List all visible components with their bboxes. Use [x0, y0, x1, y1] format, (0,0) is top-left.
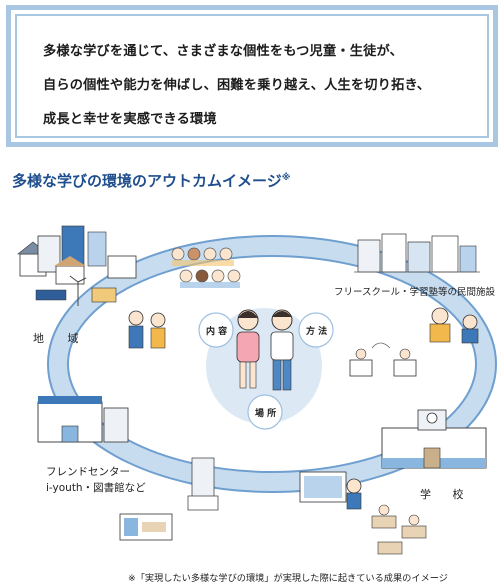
friend-center-building — [37, 396, 129, 443]
vision-line-1: 多様な学びを通じて、さまざまな個性をもつ児童・生徒が、 — [43, 44, 404, 59]
method-label: 方 法 — [306, 327, 328, 337]
section-title-text: 多様な学びの環境のアウトカムイメージ — [12, 172, 282, 190]
friend-center-label: フレンドセンター i-youth・図書館など — [46, 464, 146, 496]
region-town-illustration — [17, 225, 137, 306]
school-building — [381, 409, 487, 469]
section-title-mark: ※ — [281, 173, 291, 183]
vision-statement-box: 多様な学びを通じて、さまざまな個性をもつ児童・生徒が、 自らの個性や能力を伸ばし… — [6, 5, 498, 147]
diverse-children-group — [171, 247, 241, 288]
method-circle — [298, 312, 334, 348]
online-learning — [349, 342, 417, 377]
footnote: ※「実現したい多様な学びの環境」が実現した際に起きている成果のイメージ — [128, 573, 448, 584]
diagram-illustration — [17, 225, 497, 555]
region-label: 地 域 — [33, 332, 89, 345]
reading-room-scene — [119, 457, 219, 541]
school-label: 学 校 — [420, 488, 473, 501]
content-circle — [198, 312, 234, 348]
place-circle — [247, 394, 283, 430]
vision-line-2: 自らの個性や能力を伸ばし、困難を乗り越え、人生を切り拓き、 — [43, 78, 431, 93]
section-title: 多様な学びの環境のアウトカムイメージ※ — [12, 170, 290, 191]
free-school-buildings — [354, 233, 480, 273]
region-people — [128, 310, 166, 349]
learning-ring — [49, 237, 495, 491]
free-school-label: フリースクール・学習塾等の民間施設 — [334, 287, 496, 298]
classroom-scene — [299, 471, 427, 555]
teacher-with-tablet — [429, 307, 479, 344]
friend-center-label-line2: i-youth・図書館など — [46, 482, 146, 494]
student-girl — [236, 309, 260, 389]
friend-center-label-line1: フレンドセンター — [46, 466, 130, 478]
place-label: 場 所 — [255, 409, 277, 419]
content-label: 内 容 — [206, 327, 228, 337]
outcome-diagram: 内 容 方 法 場 所 地 域 フリースクール・学習塾等の民間施設 フレンドセン… — [0, 196, 504, 566]
vision-line-3: 成長と幸せを実感できる環境 — [43, 112, 217, 127]
student-boy — [270, 309, 294, 391]
